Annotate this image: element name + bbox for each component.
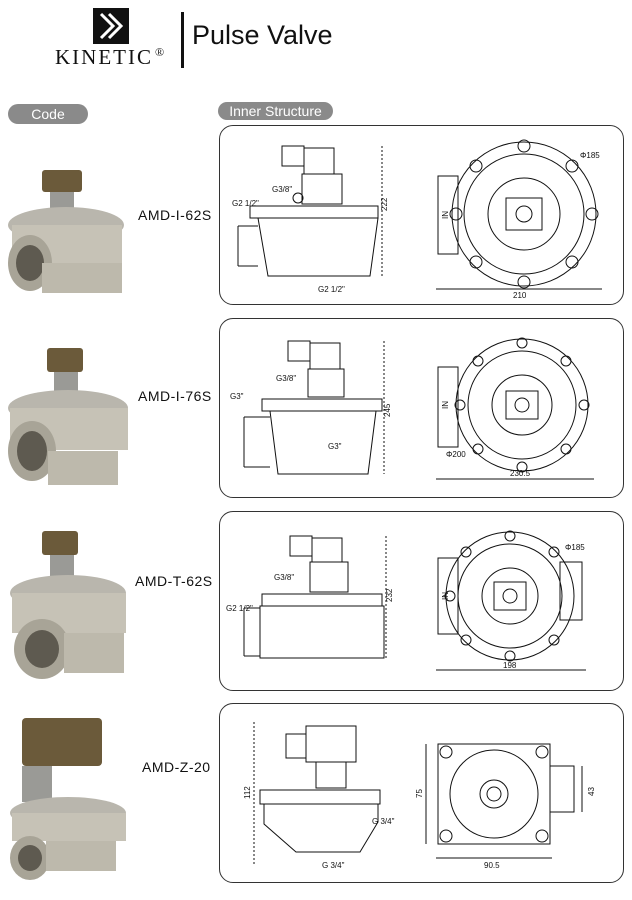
product-row-3: AMD-T-62S 232 G3/8" G2 1/2": [0, 511, 632, 691]
width-dim-4: 90.5: [484, 861, 500, 870]
port-top-3: G3/8": [274, 573, 294, 582]
cross-section-diagram-1: 222 G3/8" G2 1/2" G2 1/2" I: [232, 139, 602, 300]
inner-structure-panel-1: 222 G3/8" G2 1/2" G2 1/2" I: [219, 125, 624, 305]
inner-structure-panel-3: 232 G3/8" G2 1/2" IN Φ185: [219, 511, 624, 691]
model-code-3: AMD-T-62S: [135, 573, 213, 589]
page-title: Pulse Valve: [192, 20, 333, 50]
product-row-2: AMD-I-76S 245 G3/8" G3" G3": [0, 318, 632, 498]
model-code-4: AMD-Z-20: [142, 759, 211, 775]
port-side-2: G3": [230, 392, 244, 401]
inner-structure-label: Inner Structure: [218, 102, 333, 120]
port-bottom-4: G 3/4": [322, 861, 345, 870]
in-label-1: IN: [441, 211, 450, 219]
kinetic-logo-icon: [93, 8, 129, 44]
diameter-dim-3: Φ185: [565, 543, 585, 552]
cross-section-diagram-3: 232 G3/8" G2 1/2" IN Φ185: [226, 530, 586, 671]
model-code-2: AMD-I-76S: [138, 388, 212, 404]
height-dim-1: 222: [380, 197, 389, 211]
width-dim-1: 210: [513, 291, 527, 300]
code-label: Code: [8, 104, 88, 124]
port-bottom-1: G2 1/2": [318, 285, 345, 294]
model-code-1: AMD-I-62S: [138, 207, 212, 223]
valve-photo-1: [2, 145, 138, 305]
product-row-4: AMD-Z-20 112 G 3/4" G 3/4": [0, 703, 632, 883]
product-row-1: AMD-I-62S 222 G3/8" G2 1/2" G2 1/2": [0, 125, 632, 305]
port-side-1: G2 1/2": [232, 199, 259, 208]
port-top-1: G3/8": [272, 185, 292, 194]
side-small-dim-4: 43: [587, 787, 596, 796]
width-dim-2: 230.5: [510, 469, 531, 478]
port-side-3: G2 1/2": [226, 604, 253, 613]
cross-section-diagram-2: 245 G3/8" G3" G3" IN: [230, 337, 594, 480]
diameter-dim-2: Φ200: [446, 450, 466, 459]
port-top-2: G3/8": [276, 374, 296, 383]
height-dim-4: 112: [243, 786, 252, 799]
diameter-dim-1: Φ185: [580, 151, 600, 160]
side-height-dim-4: 75: [415, 789, 424, 798]
valve-photo-2: [2, 333, 138, 498]
port-side-4: G 3/4": [372, 817, 395, 826]
registered-mark: ®: [154, 45, 167, 59]
in-label-2: IN: [441, 401, 450, 409]
height-dim-2: 245: [383, 403, 392, 417]
height-dim-3: 232: [385, 588, 394, 602]
width-dim-3: 198: [503, 661, 517, 670]
valve-photo-4: [2, 708, 138, 883]
inner-structure-panel-2: 245 G3/8" G3" G3" IN: [219, 318, 624, 498]
header-divider: [181, 12, 184, 68]
brand-name: KINETIC®: [55, 45, 167, 69]
in-label-3: IN: [441, 592, 450, 600]
inner-structure-panel-4: 112 G 3/4" G 3/4" 75 43 90.5: [219, 703, 624, 883]
valve-photo-3: [2, 521, 138, 691]
cross-section-diagram-4: 112 G 3/4" G 3/4" 75 43 90.5: [243, 722, 596, 870]
port-bottom-2: G3": [328, 442, 342, 451]
